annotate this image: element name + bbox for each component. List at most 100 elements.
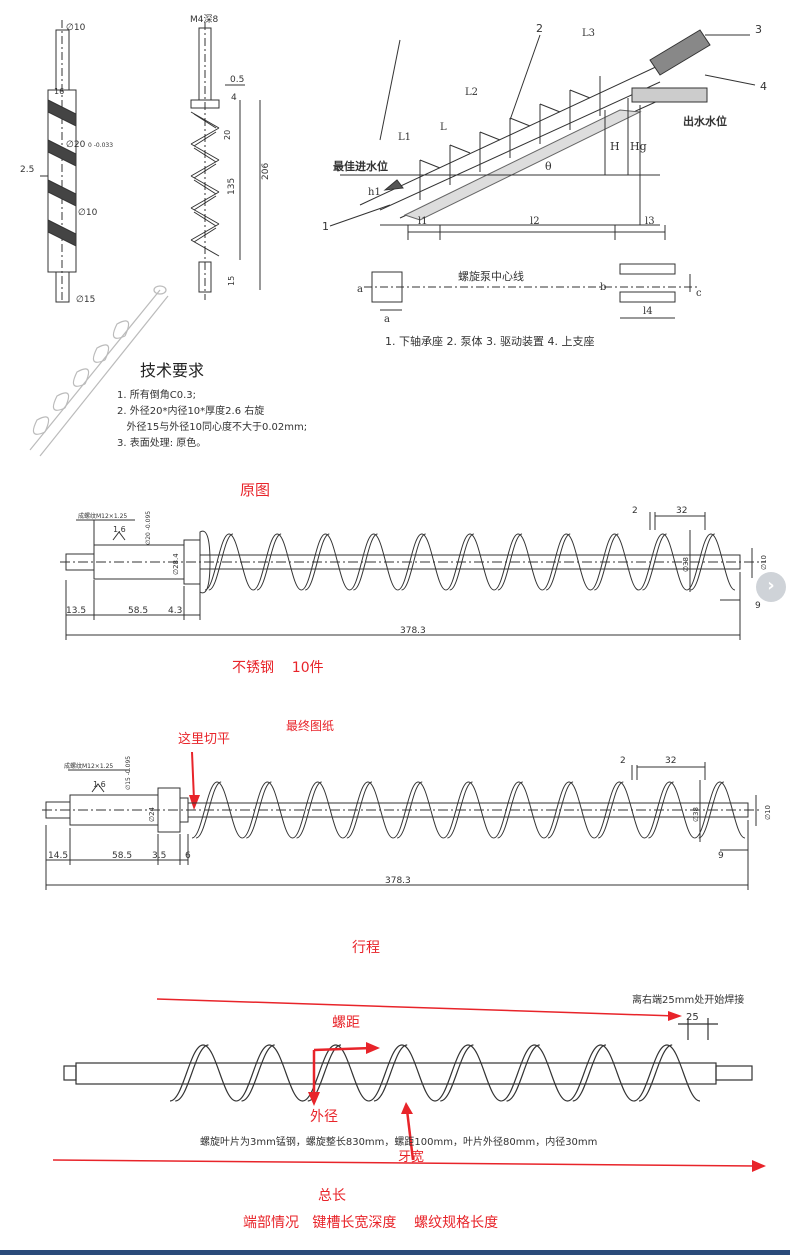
a-label-bottom: a <box>384 314 390 325</box>
dim-206: 206 <box>261 163 271 180</box>
drawing2-dim-6: 6 <box>185 851 191 861</box>
drawing2-cut-note: 这里切平 <box>178 731 230 747</box>
helix-coil-edge <box>594 533 619 591</box>
helix-coil-edge <box>241 1044 275 1102</box>
top-long-arrow-head <box>668 1011 682 1021</box>
helix-coil <box>191 781 243 839</box>
leader-2 <box>509 34 541 121</box>
drawing2-d10: ∅10 <box>764 805 772 820</box>
helix-coil-edge <box>642 533 667 591</box>
helix-coil-edge <box>698 781 725 839</box>
helix-coil-edge <box>195 781 222 839</box>
drawing1-note: 不锈钢 10件 <box>232 660 324 676</box>
dim-d10b: ∅10 <box>78 208 98 218</box>
helix-coil <box>204 533 254 591</box>
helix-coil-edge <box>545 533 571 591</box>
helix-coil-edge <box>296 781 322 839</box>
helix-coil-edge <box>572 1044 607 1102</box>
drawing1-rough: 1.6 <box>113 525 126 534</box>
drawing3-weld-note: 离右端25mm处开始焊接 <box>632 993 744 1006</box>
helix-coil-edge <box>256 533 282 591</box>
l4-label: l4 <box>643 306 653 317</box>
helix-coil <box>501 1044 568 1102</box>
c-label: c <box>696 288 702 299</box>
pitch-arrow <box>313 1046 373 1052</box>
drawing2-dim-9: 9 <box>718 851 724 861</box>
drawing3-shaft <box>63 1018 753 1102</box>
helix-coil <box>493 781 545 839</box>
helix-coil-edge <box>353 533 378 591</box>
helix-coil-edge <box>497 781 524 839</box>
helix-coil-edge <box>690 533 716 591</box>
drawing2-shaft <box>42 762 760 890</box>
drawing1-d28: ∅28.4 <box>172 553 180 575</box>
screw-pump-drawing <box>340 29 711 240</box>
drawing1-dim-32: 32 <box>676 506 687 516</box>
tech-item-1: 1. 所有倒角C0.3; <box>117 388 196 401</box>
helix-coil <box>590 533 639 591</box>
drawing1-tol: ∅20 -0.095 <box>145 511 152 545</box>
helix-coil <box>694 781 746 839</box>
helix-coil <box>252 533 302 591</box>
width-arrow-head <box>401 1102 413 1114</box>
tech-item-2: 2. 外径20*内径10*厚度2.6 右旋 <box>117 404 264 417</box>
helix-coil-edge <box>373 1044 408 1102</box>
drawing1-caption: 原图 <box>240 481 270 499</box>
dim-20: 20 <box>223 130 232 140</box>
drawing3-pitch: 螺距 <box>332 1015 360 1031</box>
lead-l2: L2 <box>465 87 478 98</box>
drawing1-dim-2: 2 <box>632 506 638 516</box>
helix-coil-edge <box>449 533 475 591</box>
drawing1-dim-9: 9 <box>755 601 761 611</box>
h1-label: h1 <box>368 187 381 198</box>
helix-coil-edge <box>638 1044 673 1102</box>
drawing2-d24: ∅24 <box>148 806 156 822</box>
helix-coil <box>443 781 494 839</box>
lead-l3: L3 <box>582 28 595 39</box>
drawing2-caption: 最终图纸 <box>286 718 334 733</box>
helix-coil <box>593 781 645 839</box>
drawing2-total: 378.3 <box>385 876 411 886</box>
H-label: H <box>610 140 620 153</box>
small-screw-drawing-b <box>190 22 261 300</box>
helix-coil-edge <box>447 781 473 839</box>
drawing3-caption: 行程 <box>352 940 380 956</box>
dim-15: 15 <box>227 276 236 286</box>
helix-coil <box>342 781 394 839</box>
l3-label: l3 <box>645 216 655 227</box>
drawing3-bottom-note: 端部情况 键槽长宽深度 螺纹规格长度 <box>243 1214 498 1231</box>
tech-title: 技术要求 <box>140 361 204 380</box>
helix-coil-edge <box>175 1044 209 1102</box>
drawing2-thread: 成螺纹M12×1.25 <box>64 762 113 770</box>
drawing1-dim-13-5: 13.5 <box>66 606 86 616</box>
helix-coil <box>638 533 688 591</box>
label-1: 1 <box>322 220 329 233</box>
dim-d15: ∅15 <box>76 295 95 305</box>
pump-section-views <box>364 263 700 319</box>
l2-label: l2 <box>530 216 540 227</box>
Hg-label: Hg <box>630 140 647 153</box>
drawing1-shaft <box>60 512 765 640</box>
chevron-right-icon[interactable]: › <box>756 572 786 602</box>
drawing1-d10: ∅10 <box>760 555 768 570</box>
bottom-long-arrow-head <box>752 1160 766 1172</box>
drawing3-blade-width: 牙宽 <box>398 1149 424 1165</box>
dim-0-5: 0.5 <box>230 75 244 85</box>
helix-coil <box>542 533 591 591</box>
label-2: 2 <box>536 22 543 35</box>
helix-coil <box>543 781 595 839</box>
helix-coil-edge <box>440 1044 474 1102</box>
helix-coil-edge <box>246 781 272 839</box>
dim-16: 16 <box>54 87 64 96</box>
leader-1 <box>329 204 391 227</box>
drawing1-d38: ∅38 <box>682 557 690 572</box>
theta-label: θ <box>545 160 552 173</box>
helix-coil-edge <box>506 1044 540 1102</box>
helix-coil <box>392 781 444 839</box>
helix-coil <box>242 781 293 839</box>
cut-arrow <box>191 751 195 801</box>
dim-m4: M4深8 <box>190 14 218 25</box>
pump-legend: 1. 下轴承座 2. 泵体 3. 驱动装置 4. 上支座 <box>385 334 594 348</box>
pitch-arrow-head <box>366 1042 380 1054</box>
